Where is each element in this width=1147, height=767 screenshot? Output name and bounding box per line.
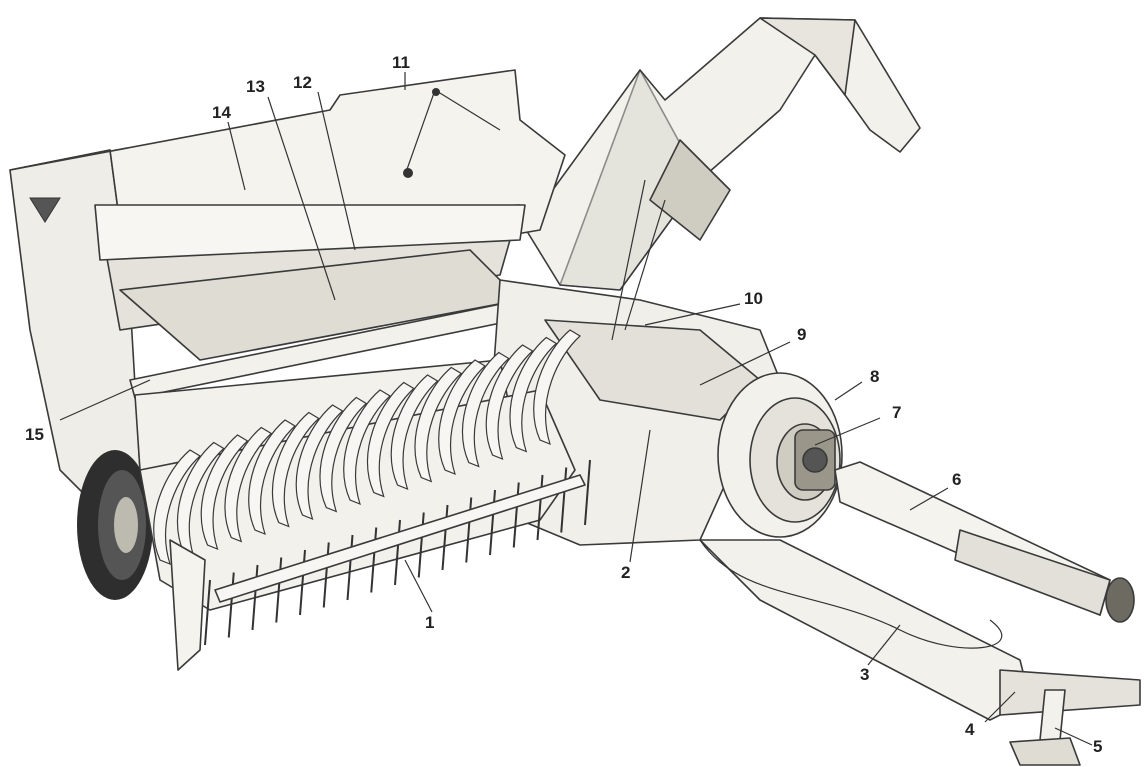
callout-label-2: 2 [621,563,630,582]
pickup-tine [275,557,283,623]
reel-band [224,426,273,543]
pickup-tine [560,467,568,533]
callout-label-15: 15 [25,425,44,444]
pickup-tine [584,459,591,526]
reel-band [390,374,439,491]
reel-band [366,381,415,498]
reel-band [414,366,463,483]
callout-label-10: 10 [744,289,763,308]
pickup-tine [417,512,425,578]
reel-band [533,329,582,446]
pickup-tine [227,572,235,638]
reel-band [509,336,558,453]
callout-label-8: 8 [870,367,879,386]
pickup-tine [512,482,520,548]
drawbar [699,539,1141,721]
reel-band [319,396,368,513]
callout-label-6: 6 [952,470,961,489]
pto-drive-shaft [834,461,1135,623]
callout-label-4: 4 [965,720,975,739]
reel-band [153,449,202,566]
callout-label-12: 12 [293,73,312,92]
callout-label-13: 13 [246,77,265,96]
pickup-tine [322,542,330,608]
pickup-reel [139,329,591,671]
reel-band [248,419,297,536]
pickup-tine [299,549,306,616]
top-linkage [403,88,666,341]
reel-band [438,359,487,476]
wheel [77,450,153,600]
reel-band [295,404,344,521]
callout-label-1: 1 [425,613,434,632]
callouts: 1 2 3 4 5 6 7 8 9 10 11 12 13 14 15 [25,53,1102,756]
reel-band [176,441,225,558]
pickup-tines [153,329,591,646]
callout-label-5: 5 [1093,737,1102,756]
pickup-tine [489,489,496,556]
reel-band [485,344,534,461]
opened-hood [524,17,921,291]
pickup-tine [465,497,473,563]
pickup-tine [251,564,259,631]
callout-label-3: 3 [860,665,869,684]
callout-label-9: 9 [797,325,806,344]
pickup-tine [441,504,449,571]
reel-band [461,351,510,468]
jack-stand [1009,689,1081,766]
reel-band [200,434,249,551]
pickup-tine [536,474,544,541]
callout-label-11: 11 [392,53,410,72]
callout-label-7: 7 [892,403,901,422]
callout-label-14: 14 [212,103,231,122]
reel-band [271,411,320,528]
pickup-tine [370,527,378,593]
reel-band [343,389,392,506]
pickup-tine [204,579,211,646]
pickup-tine [346,534,354,601]
pto-coupling [794,429,836,491]
warning-triangle-icon [29,197,61,223]
pickup-tine [394,519,401,586]
